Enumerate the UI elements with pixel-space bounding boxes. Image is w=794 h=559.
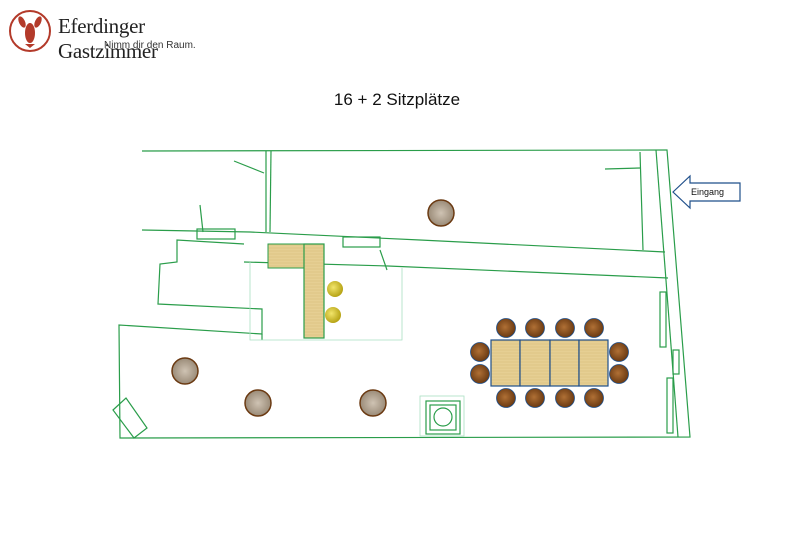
chair	[470, 364, 490, 384]
chair	[609, 342, 629, 362]
arrow-left-icon	[672, 174, 741, 210]
table	[490, 339, 521, 387]
walls	[112, 149, 691, 439]
chair	[555, 318, 575, 338]
plant	[427, 199, 455, 227]
chair	[525, 318, 545, 338]
chair	[525, 388, 545, 408]
chair	[584, 388, 604, 408]
chair	[470, 342, 490, 362]
chairs	[470, 318, 629, 408]
logo: Eferdinger Gastzimmer Nimm dir den Raum.	[8, 8, 208, 63]
chair	[496, 318, 516, 338]
chair	[496, 388, 516, 408]
plant	[171, 357, 199, 385]
plant	[359, 389, 387, 417]
chair	[584, 318, 604, 338]
long-table	[490, 339, 609, 387]
round-fixture	[433, 407, 453, 427]
entrance-arrow: Eingang	[672, 174, 741, 210]
logo-tagline: Nimm dir den Raum.	[104, 40, 196, 51]
plant	[244, 389, 272, 417]
bar-counter	[267, 243, 325, 339]
page-title: 16 + 2 Sitzplätze	[333, 90, 461, 109]
table	[519, 339, 551, 387]
bar-stool	[327, 281, 343, 297]
bar-stool	[325, 307, 341, 323]
entrance-label: Eingang	[691, 187, 724, 197]
chair	[609, 364, 629, 384]
chair	[555, 388, 575, 408]
logo-name: Eferdinger Gastzimmer	[58, 14, 158, 63]
table	[578, 339, 609, 387]
table	[549, 339, 580, 387]
lobster-logo-icon	[9, 10, 51, 52]
